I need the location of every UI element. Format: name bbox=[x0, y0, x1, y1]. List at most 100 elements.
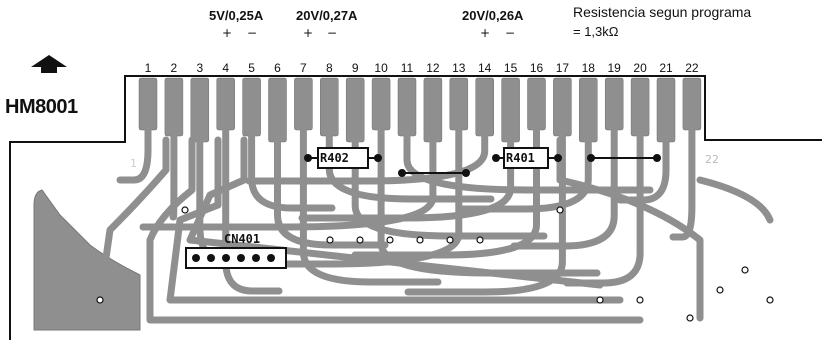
finger-pin-13 bbox=[449, 77, 469, 131]
finger-pin-21 bbox=[656, 77, 676, 143]
resistance-note-line1: Resistencia segun programa bbox=[573, 4, 752, 20]
finger-pin-22 bbox=[682, 77, 702, 131]
finger-pin-18 bbox=[579, 77, 598, 143]
pin-number-19: 19 bbox=[607, 61, 621, 75]
solder-pad bbox=[181, 206, 189, 214]
finger-pin-14 bbox=[475, 77, 494, 137]
pin-number-8: 8 bbox=[325, 61, 333, 75]
solder-pad bbox=[766, 296, 774, 304]
supply-plus-20v-a: + bbox=[303, 26, 314, 40]
finger-pin-11 bbox=[397, 77, 417, 137]
finger-pin-10 bbox=[371, 77, 391, 131]
trace-pin-21 bbox=[616, 138, 670, 204]
jumper-wire-1 bbox=[398, 169, 470, 177]
pin-number-12: 12 bbox=[426, 61, 440, 75]
trace-pin-8 bbox=[325, 132, 495, 203]
supply-label-20v-b: 20V/0,26A bbox=[462, 8, 524, 23]
trace-bottom-1 bbox=[146, 136, 644, 324]
solder-pad bbox=[386, 236, 394, 244]
pin-number-20: 20 bbox=[633, 61, 647, 75]
solder-pad bbox=[446, 236, 454, 244]
pin-number-17: 17 bbox=[555, 61, 570, 75]
pin-number-4: 4 bbox=[222, 61, 230, 75]
pin-number-22: 22 bbox=[685, 61, 699, 75]
pin-number-5: 5 bbox=[248, 61, 255, 75]
svg-text:1: 1 bbox=[130, 157, 137, 170]
trace-pin-3 bbox=[196, 138, 230, 258]
finger-pin-16 bbox=[527, 77, 546, 131]
pin-number-9: 9 bbox=[351, 61, 359, 75]
trace-pin-6 bbox=[274, 138, 389, 249]
trace-bottom-3 bbox=[186, 136, 604, 289]
edge-connector-fingers bbox=[138, 77, 702, 143]
component-cn401 bbox=[185, 247, 287, 269]
ground-plane bbox=[33, 189, 141, 331]
pin-number-21: 21 bbox=[659, 61, 673, 75]
finger-pin-19 bbox=[604, 77, 624, 131]
pin-number-14: 14 bbox=[478, 61, 492, 75]
pin-number-13: 13 bbox=[452, 61, 466, 75]
solder-pad bbox=[686, 314, 694, 322]
up-arrow-icon bbox=[31, 55, 67, 73]
finger-pin-3 bbox=[190, 77, 210, 143]
solder-pad bbox=[716, 286, 724, 294]
trace-pin-19 bbox=[510, 126, 618, 250]
pin-number-2: 2 bbox=[170, 61, 178, 75]
trace-right-2 bbox=[696, 176, 774, 224]
finger-pin-1 bbox=[138, 77, 158, 131]
finger-pin-5 bbox=[242, 77, 261, 137]
pin-number-16: 16 bbox=[529, 61, 544, 75]
label-r401: R401 bbox=[506, 151, 535, 165]
trace-right-1 bbox=[556, 136, 704, 322]
supply-plus-5v: + bbox=[222, 26, 233, 40]
solder-pad bbox=[96, 296, 104, 304]
supply-label-20v-a: 20V/0,27A bbox=[296, 8, 358, 23]
board-outline bbox=[9, 75, 822, 340]
trace-pin-1 bbox=[116, 126, 152, 184]
trace-pin-11 bbox=[403, 132, 654, 194]
pin-number-18: 18 bbox=[581, 61, 595, 75]
solder-pad bbox=[326, 236, 334, 244]
pin-number-10: 10 bbox=[374, 61, 388, 75]
finger-pin-9 bbox=[345, 77, 365, 143]
pin-number-15: 15 bbox=[503, 61, 518, 75]
label-cn401: CN401 bbox=[224, 232, 261, 246]
pin-number-6: 6 bbox=[274, 61, 281, 75]
finger-pin-20 bbox=[630, 77, 650, 137]
trace-pin-17 bbox=[404, 132, 566, 296]
solder-pad bbox=[741, 266, 749, 274]
label-r402: R402 bbox=[320, 151, 349, 165]
finger-pin-4 bbox=[216, 77, 235, 131]
supply-minus-20v-b: − bbox=[505, 26, 516, 40]
trace-pin-5 bbox=[248, 132, 336, 212]
finger-pin-6 bbox=[268, 77, 287, 143]
finger-pin-15 bbox=[501, 77, 520, 143]
solder-pad bbox=[596, 296, 604, 304]
pin-number-3: 3 bbox=[196, 61, 204, 75]
component-r401 bbox=[492, 147, 562, 169]
finger-pin-17 bbox=[553, 77, 572, 137]
trace-bottom-2 bbox=[166, 136, 624, 304]
jumper-wire-2 bbox=[587, 154, 661, 162]
solder-pad bbox=[636, 296, 644, 304]
supply-label-5v: 5V/0,25A bbox=[209, 8, 264, 23]
solder-pad bbox=[416, 236, 424, 244]
resistance-note-line2: = 1,3kΩ bbox=[573, 24, 619, 39]
copper-traces bbox=[96, 126, 774, 324]
finger-pin-2 bbox=[164, 77, 184, 137]
solder-pad bbox=[556, 206, 564, 214]
pin-number-1: 1 bbox=[144, 61, 152, 75]
supply-minus-20v-a: − bbox=[327, 26, 338, 40]
trace-pin-18 bbox=[457, 138, 592, 213]
model-label: HM8001 bbox=[5, 96, 78, 118]
pin-number-7: 7 bbox=[300, 61, 307, 75]
supply-minus-5v: − bbox=[247, 26, 258, 40]
finger-pin-7 bbox=[294, 77, 313, 131]
solder-pad bbox=[476, 236, 484, 244]
finger-pin-8 bbox=[320, 77, 339, 137]
finger-pin-12 bbox=[423, 77, 443, 143]
solder-pad bbox=[356, 236, 364, 244]
trace-pin-20 bbox=[563, 132, 644, 287]
solder-pads bbox=[96, 206, 774, 322]
